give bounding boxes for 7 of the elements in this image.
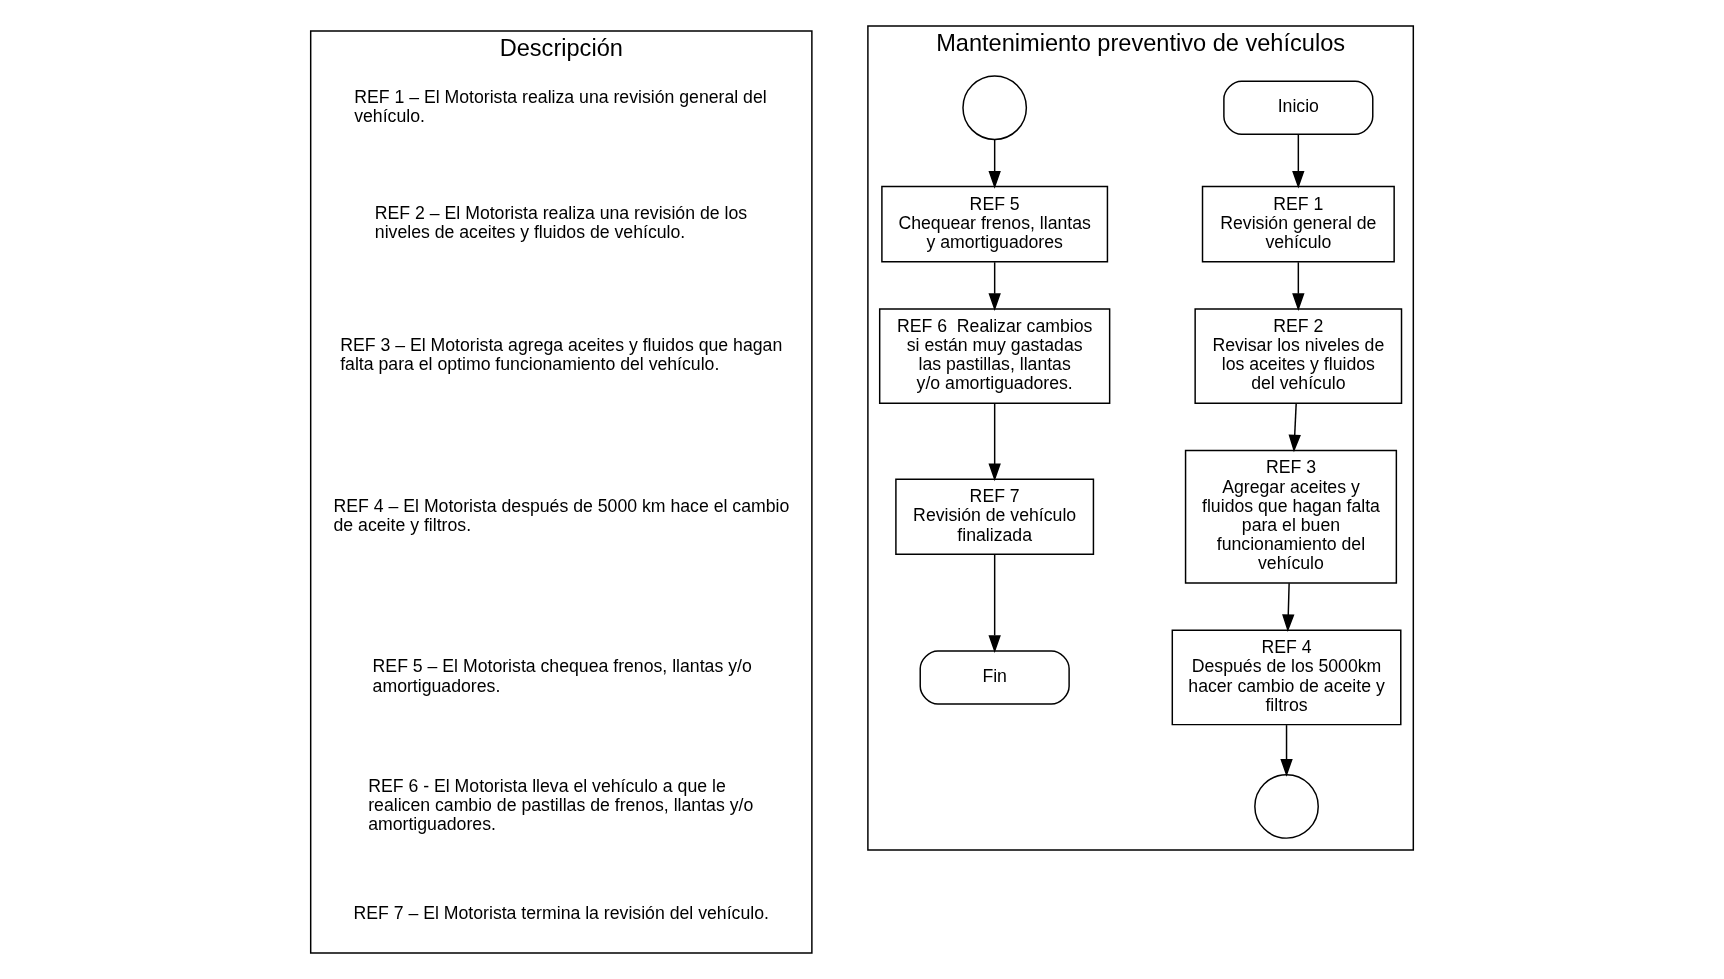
- label: REF 5 – El Motorista chequea frenos, llantas y/o amortiguadores.: [372, 656, 752, 696]
- label: REF 6 - El Motorista lleva el vehículo a que le realicen cambio de pastillas de frenos, llantas y/o amortiguadores.: [368, 775, 754, 835]
- label: REF 1 – El Motorista realiza una revisión general del vehículo.: [354, 86, 767, 126]
- label: REF 7 – El Motorista termina la revisión del vehículo.: [353, 903, 769, 924]
- label: REF 3 – El Motorista agrega aceites y fluidos que hagan falta para el optimo funcionamiento del vehículo.: [340, 335, 783, 375]
- label: REF 4 – El Motorista después de 5000 km hace el cambio de aceite y filtros.: [333, 495, 790, 535]
- label: REF 2 – El Motorista realiza una revisión de los niveles de aceites y fluidos de vehículo.: [374, 203, 748, 243]
